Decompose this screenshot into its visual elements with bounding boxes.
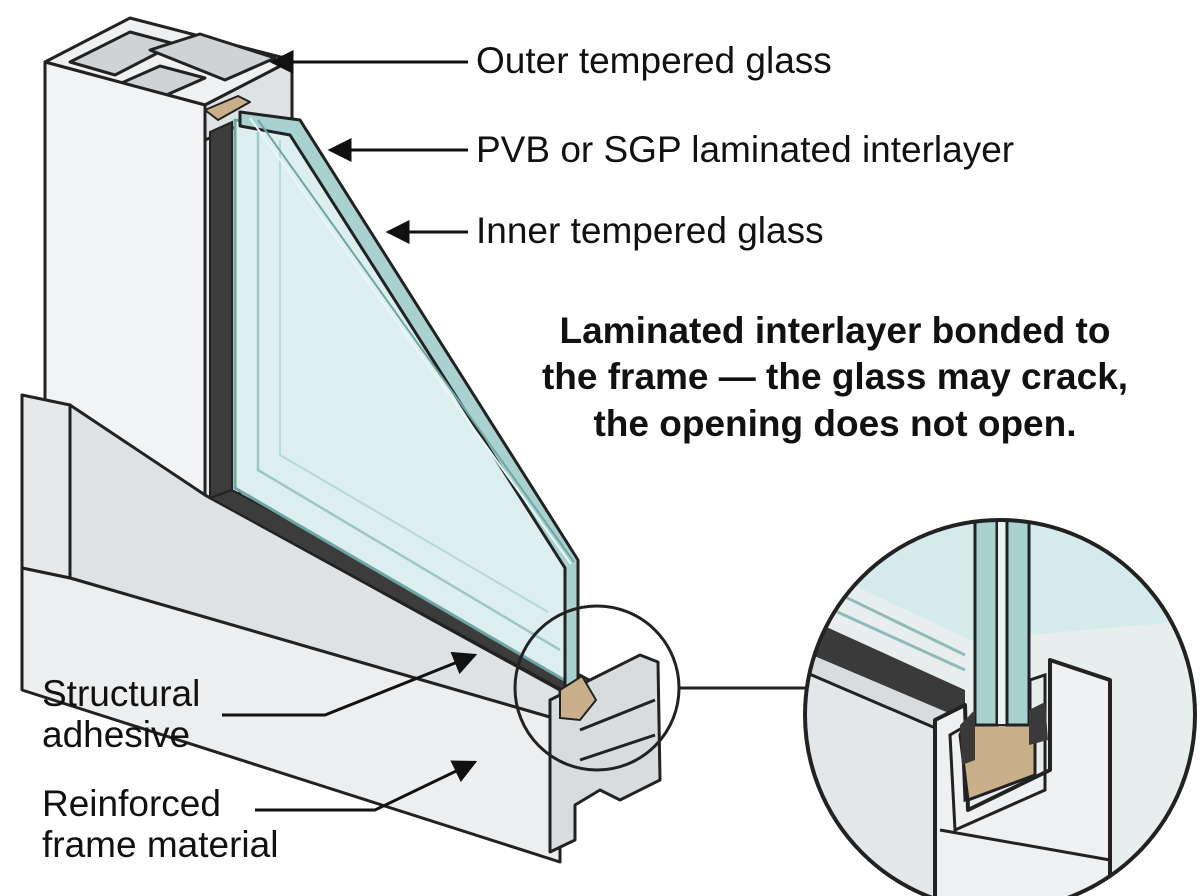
label-interlayer: PVB or SGP laminated interlayer bbox=[476, 129, 1015, 170]
label-structural-adhesive: Structural adhesive bbox=[42, 673, 201, 755]
label-inner-glass: Inner tempered glass bbox=[476, 210, 824, 251]
arrow-frame bbox=[255, 760, 478, 812]
zoom-detail bbox=[805, 520, 1195, 896]
label-structural-adhesive-line2: adhesive bbox=[42, 713, 191, 755]
callout-line2: the frame — the glass may crack, bbox=[541, 356, 1129, 398]
callout-line1: Laminated interlayer bonded to bbox=[559, 310, 1111, 351]
callout-line3: the opening does not open. bbox=[593, 402, 1077, 444]
arrow-adhesive bbox=[222, 651, 478, 717]
label-reinforced-frame-line1: Reinforced bbox=[42, 783, 221, 824]
gasket-band bbox=[207, 120, 592, 696]
glass-unit bbox=[204, 95, 580, 692]
callout-text: Laminated interlayer bonded to the frame… bbox=[505, 308, 1165, 447]
sill-adhesive bbox=[559, 674, 598, 722]
zoom-detail-circle bbox=[803, 518, 1197, 896]
label-reinforced-frame: Reinforced frame material bbox=[42, 783, 279, 865]
label-outer-glass: Outer tempered glass bbox=[476, 40, 832, 81]
label-reinforced-frame-line2: frame material bbox=[42, 823, 279, 865]
leader-arrows bbox=[222, 50, 478, 812]
label-structural-adhesive-line1: Structural bbox=[42, 673, 201, 714]
